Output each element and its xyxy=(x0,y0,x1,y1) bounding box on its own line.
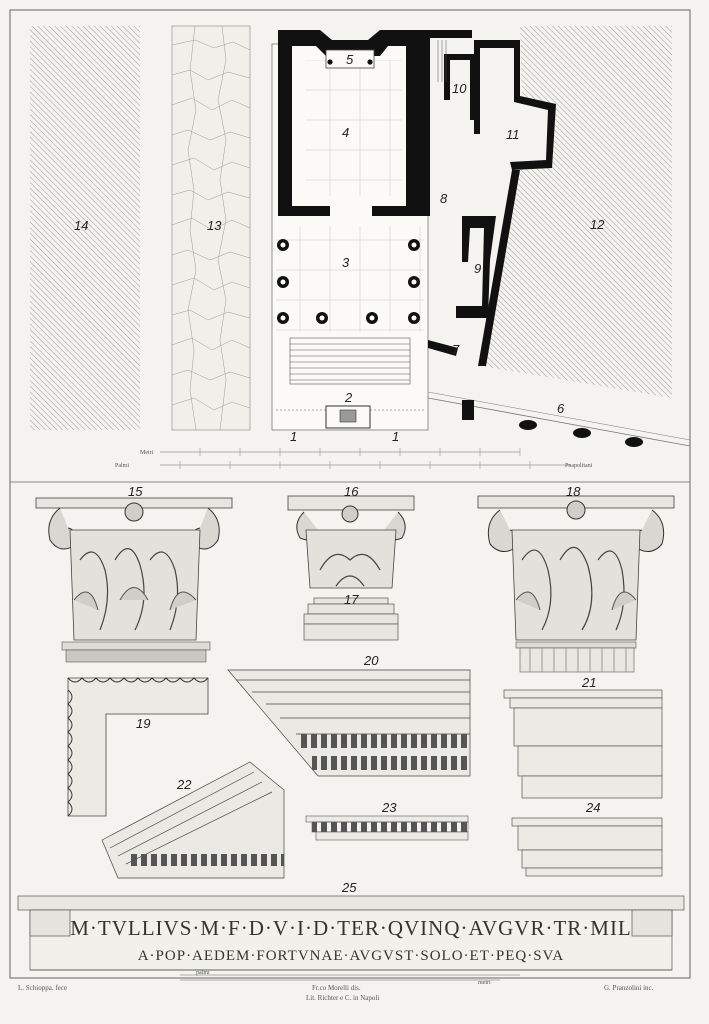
bottom-scale-palmi: palmi xyxy=(196,970,210,976)
scale-palmi-note: Pnapolitani xyxy=(565,463,593,469)
label-14: 14 xyxy=(74,218,88,233)
label-17: 17 xyxy=(344,592,359,607)
label-22: 22 xyxy=(176,777,192,792)
label-13: 13 xyxy=(207,218,222,233)
pronaos-floor xyxy=(276,226,424,332)
architrave-21 xyxy=(503,689,663,799)
credit-center-top: Fr.co Morelli dis. xyxy=(312,984,361,992)
label-1a: 1 xyxy=(290,429,297,444)
label-10: 10 xyxy=(452,81,467,96)
temple-plan: 1 1 2 3 4 5 6 7 8 9 10 11 12 13 14 xyxy=(30,25,691,447)
label-8: 8 xyxy=(440,191,448,206)
profile-19 xyxy=(67,677,209,817)
label-24: 24 xyxy=(585,800,600,815)
label-7: 7 xyxy=(452,342,460,357)
label-18: 18 xyxy=(566,484,581,499)
label-23: 23 xyxy=(381,800,397,815)
label-6: 6 xyxy=(557,401,565,416)
label-19: 19 xyxy=(136,716,150,731)
raking-cornice-22 xyxy=(101,761,285,879)
inscription-block-25 xyxy=(17,895,685,971)
credit-left: L. Schioppa. fece xyxy=(18,984,67,992)
credit-center-bottom: Lit. Richter e C. in Napoli xyxy=(306,994,380,1002)
label-4: 4 xyxy=(342,125,349,140)
label-9: 9 xyxy=(474,261,481,276)
side-rooms xyxy=(418,30,556,366)
cella-floor xyxy=(306,60,402,196)
label-25: 25 xyxy=(341,880,357,895)
dentil-band-23 xyxy=(305,815,469,841)
detail-scale-bar xyxy=(180,974,520,981)
area-13-paved-street xyxy=(171,25,251,431)
front-steps xyxy=(289,337,411,385)
apse-niche xyxy=(325,49,375,69)
credit-right: G. Pranzolini inc. xyxy=(604,984,654,992)
label-12: 12 xyxy=(590,217,605,232)
cornice-20 xyxy=(227,669,471,777)
label-15: 15 xyxy=(128,484,143,499)
label-21: 21 xyxy=(581,675,596,690)
capital-18 xyxy=(477,495,675,673)
plate-border xyxy=(9,9,691,979)
label-2: 2 xyxy=(344,390,353,405)
scale-metri-label: Metri xyxy=(140,450,154,456)
profile-24 xyxy=(511,817,663,877)
capital-16 xyxy=(287,495,415,589)
inscription-line-2: A·POP·AEDEM·FORTVNAE·AVGVST·SOLO·ET·PEQ·… xyxy=(138,948,565,964)
base-17 xyxy=(303,597,399,641)
label-20: 20 xyxy=(363,653,379,668)
label-16: 16 xyxy=(344,484,359,499)
cella-walls xyxy=(278,30,418,216)
area-12-hatched xyxy=(480,26,672,398)
inscription-line-1: M·TVLLIVS·M·F·D·V·I·D·TER·QVINQ·AVGVR·TR… xyxy=(70,916,632,940)
plan-scale-bars xyxy=(160,448,570,469)
label-1b: 1 xyxy=(392,429,399,444)
label-3: 3 xyxy=(342,255,350,270)
area-14-hatched xyxy=(30,26,140,430)
bottom-scale-metri: metri xyxy=(478,980,491,986)
label-11: 11 xyxy=(506,127,520,142)
scale-palmi-label: Palmi xyxy=(115,463,129,469)
capital-15 xyxy=(35,497,233,663)
label-5: 5 xyxy=(346,52,354,67)
